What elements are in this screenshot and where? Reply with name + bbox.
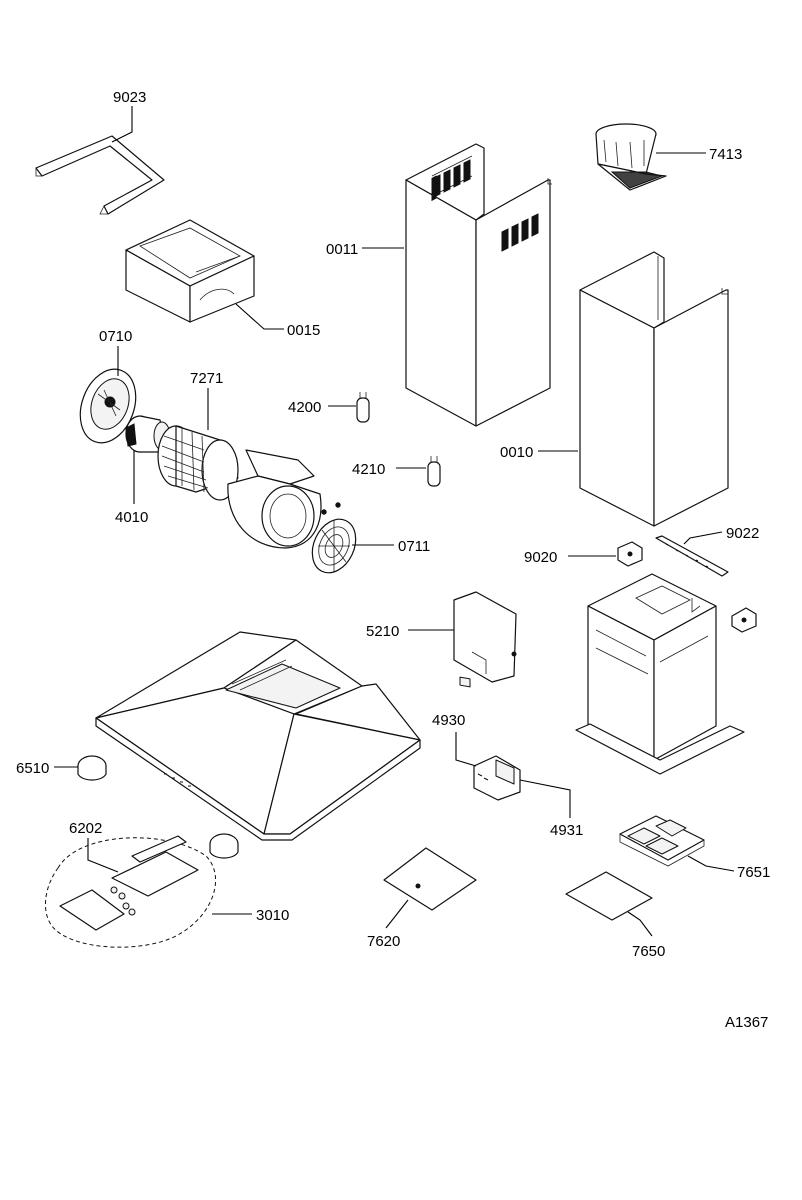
part-4210-capacitor	[427, 456, 441, 487]
callout-0010: 0010	[500, 444, 533, 461]
part-0015-filter-box	[125, 219, 255, 323]
part-7271-blower-wheel	[157, 425, 239, 501]
callout-4010: 4010	[115, 509, 148, 526]
part-0011-upper-chimney	[405, 143, 552, 427]
leader-7620	[385, 899, 409, 929]
leader-0015	[235, 303, 284, 330]
part-blower-housing	[227, 449, 322, 549]
callout-0710: 0710	[99, 328, 132, 345]
part-5210-electrical-box	[453, 591, 517, 688]
callout-7651: 7651	[737, 864, 770, 881]
part-hood-canopy	[95, 631, 421, 841]
callout-0711: 0711	[398, 538, 430, 555]
callout-labels: 9023 7413 0011 0015 0710 7271 4200 0010 …	[16, 89, 770, 960]
callout-5210: 5210	[366, 623, 399, 640]
leader-9023	[111, 106, 133, 143]
callout-0011: 0011	[326, 241, 358, 258]
part-7413-duct-adapter	[595, 123, 667, 191]
leader-lines	[54, 106, 735, 937]
callout-7413: 7413	[709, 146, 742, 163]
part-3010-control-kit	[45, 835, 216, 948]
callout-4210: 4210	[352, 461, 385, 478]
callout-0015: 0015	[287, 322, 320, 339]
part-knob-2	[209, 833, 239, 859]
part-7650-filter-panel	[565, 871, 653, 921]
callout-7650: 7650	[632, 943, 665, 960]
leader-7650	[627, 911, 653, 937]
callout-4930: 4930	[432, 712, 465, 729]
part-9022-rail	[655, 535, 729, 577]
part-support-frame	[575, 573, 745, 775]
leader-4931	[519, 779, 571, 818]
callout-4931: 4931	[550, 822, 583, 839]
part-6510-knob	[77, 755, 107, 781]
callout-4200: 4200	[288, 399, 321, 416]
part-0010-lower-chimney	[579, 251, 729, 527]
callout-7620: 7620	[367, 933, 400, 950]
drawing-code: A1367	[725, 1014, 768, 1031]
leader-7651	[687, 855, 735, 872]
callout-3010: 3010	[256, 907, 289, 924]
callout-9022: 9022	[726, 525, 759, 542]
part-7620-grease-filter	[383, 847, 477, 911]
part-9023-bracket	[35, 135, 165, 215]
part-4930-switch	[473, 755, 521, 801]
leader-6202	[87, 838, 119, 873]
part-0711-inlet-guard	[311, 502, 357, 574]
leader-4930	[455, 732, 477, 767]
callout-9023: 9023	[113, 89, 146, 106]
callout-6202: 6202	[69, 820, 102, 837]
part-7651-charcoal-filter	[619, 815, 705, 867]
leader-9022	[683, 531, 723, 545]
part-0710-motor-plate	[79, 368, 137, 444]
part-clip-right	[731, 607, 757, 633]
callout-6510: 6510	[16, 760, 49, 777]
callout-7271: 7271	[190, 370, 223, 387]
part-4200-capacitor	[356, 392, 370, 423]
callout-9020: 9020	[524, 549, 557, 566]
part-9020-clip	[617, 541, 643, 567]
